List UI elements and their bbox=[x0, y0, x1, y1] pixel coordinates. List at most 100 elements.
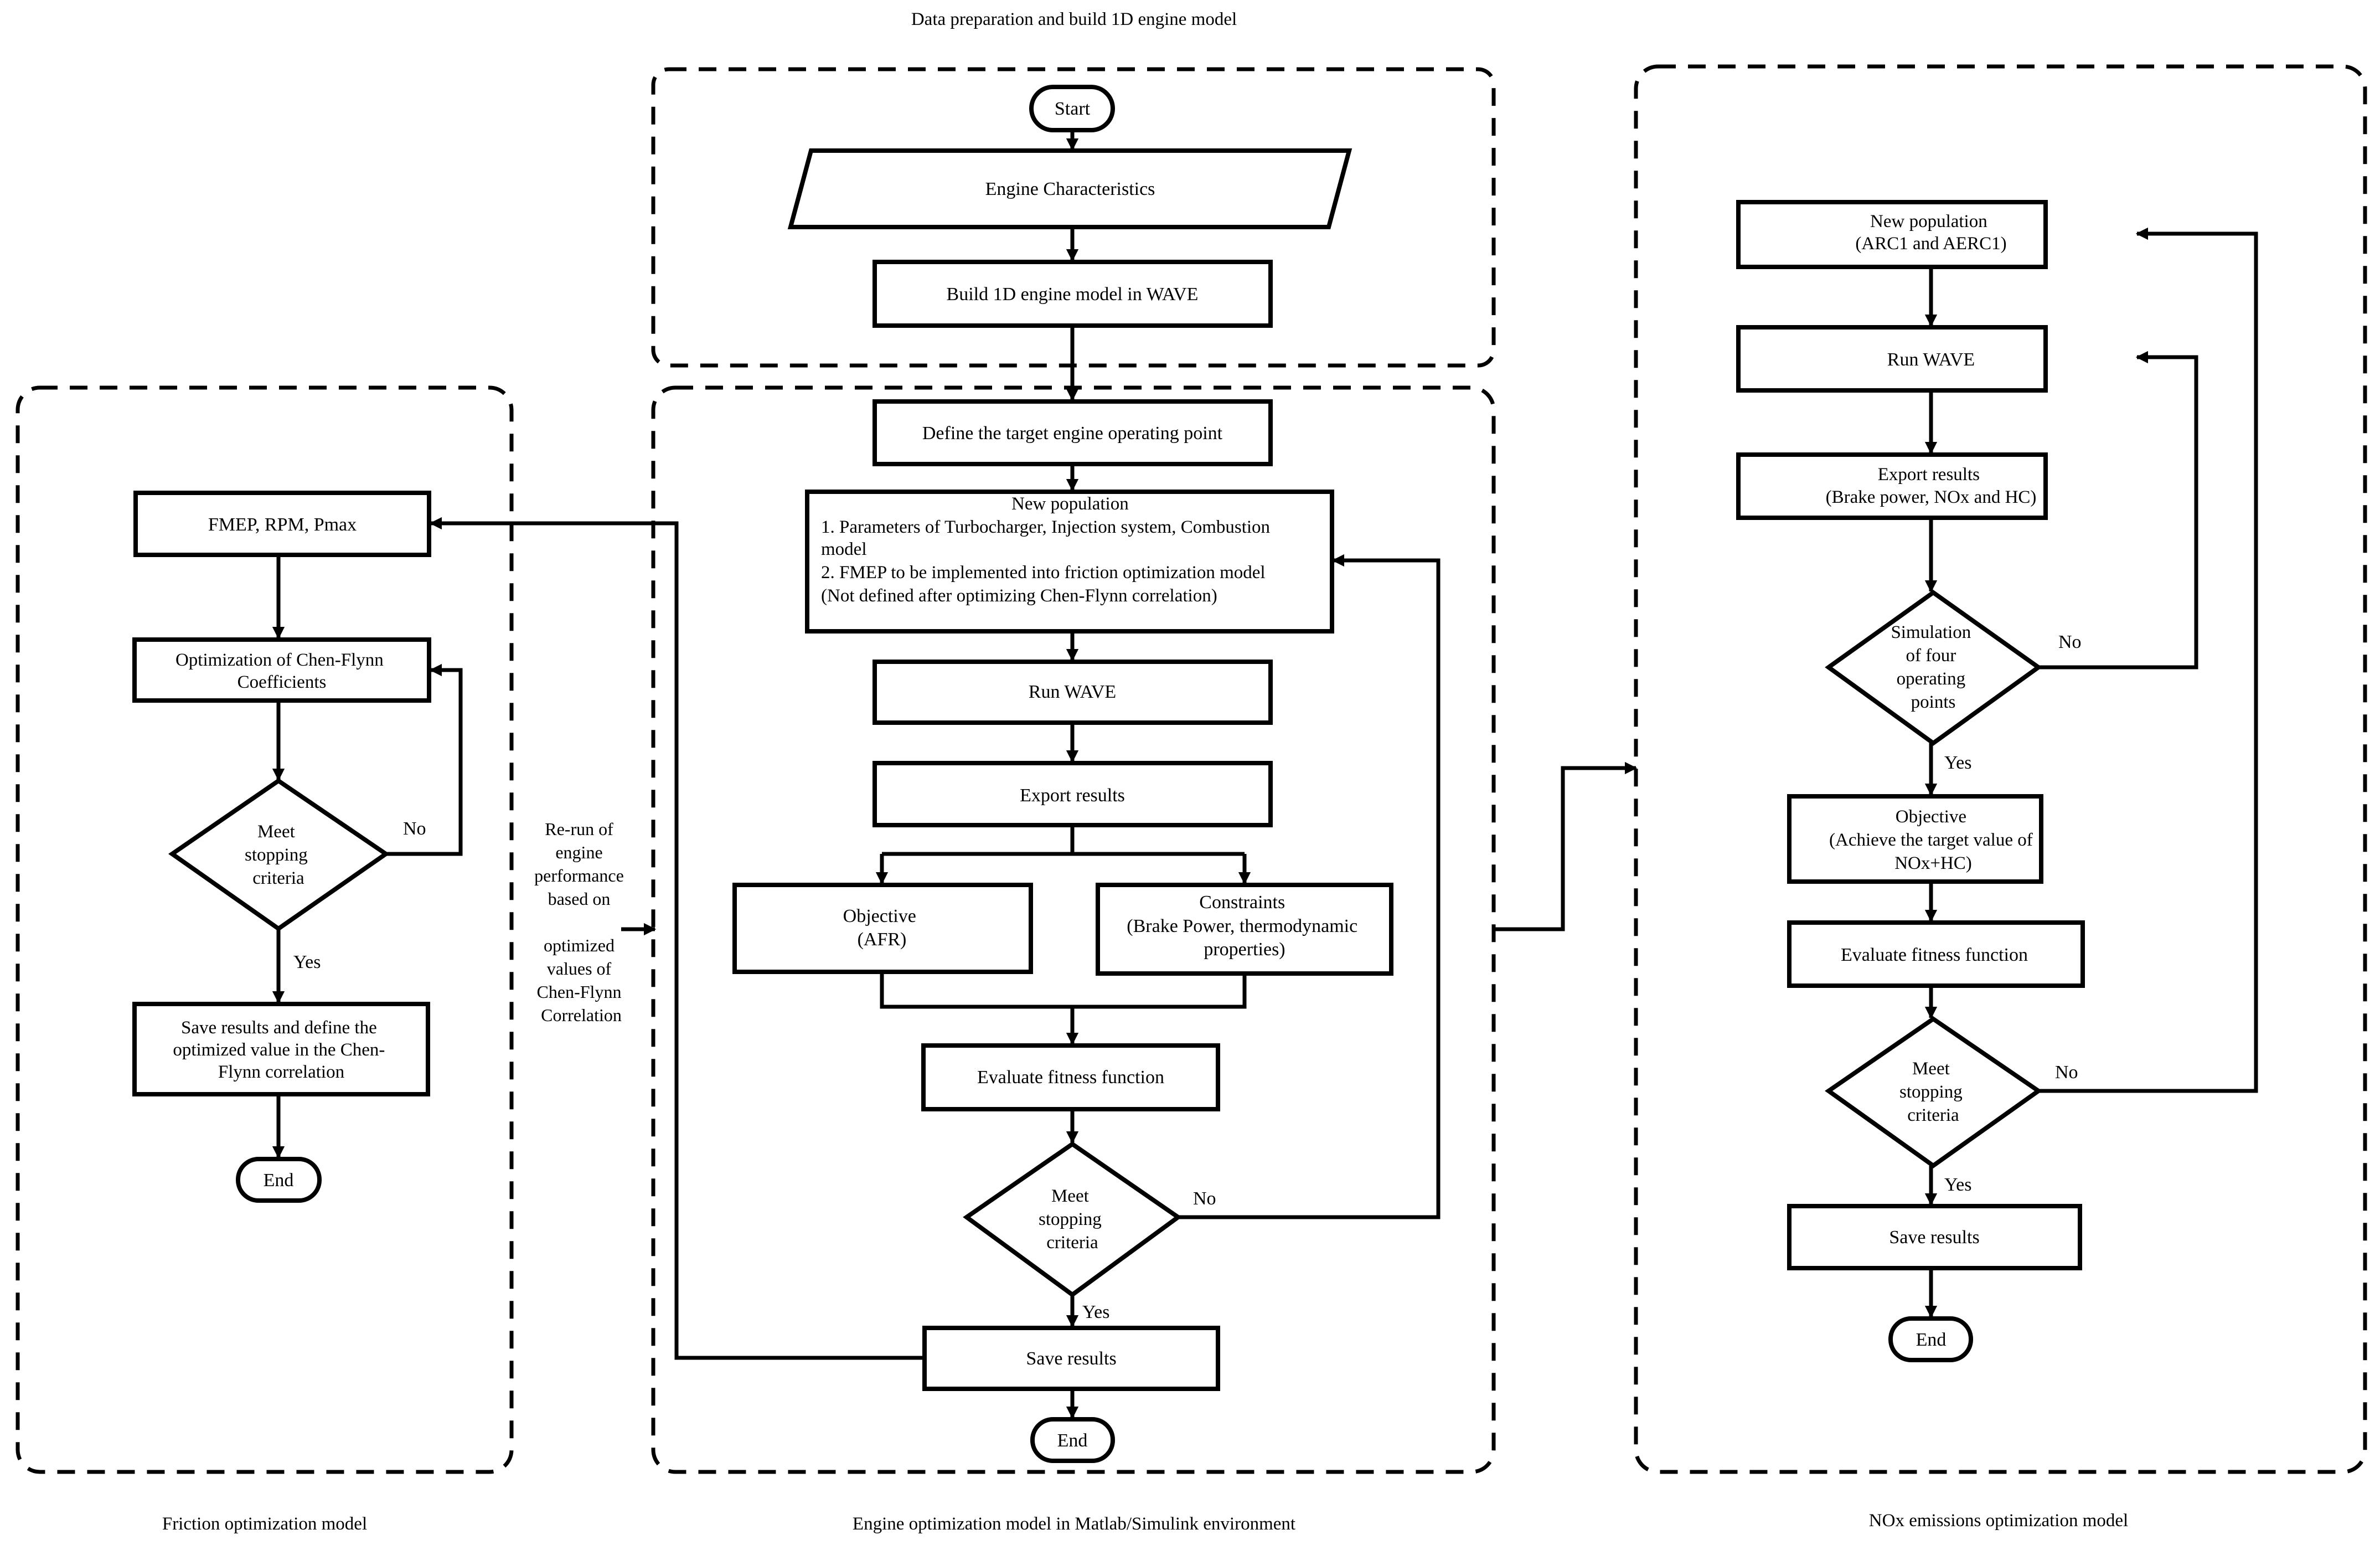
nox-export-detail: (Brake power, NOx and HC) bbox=[1826, 487, 2037, 507]
friction-yes-label: Yes bbox=[293, 952, 321, 972]
friction-stop-decision bbox=[168, 778, 390, 931]
nox-export-text: Export results (Brake power, NOx and HC) bbox=[1826, 465, 2037, 507]
nox-header: NOx emissions optimization model bbox=[1869, 1511, 2128, 1531]
nox-end-label: End bbox=[1916, 1330, 1947, 1350]
engine-objective-title: Objective bbox=[843, 906, 916, 926]
merge-line-evaluate bbox=[880, 972, 1247, 1009]
arrow-engine-to-nox bbox=[1494, 761, 1638, 931]
engine-run-wave-box bbox=[873, 660, 1273, 725]
friction-inputs-box bbox=[133, 491, 431, 557]
rerun-line-9: Correlation bbox=[541, 1005, 622, 1025]
nox-save-box bbox=[1787, 1204, 2082, 1270]
nox-export-box bbox=[1736, 452, 2048, 520]
nox-stop-decision bbox=[1825, 1016, 2042, 1168]
friction-decision-line-2: stopping bbox=[245, 845, 308, 865]
loop-friction-no bbox=[386, 663, 463, 856]
population-line-1: 1. Parameters of Turbocharger, Injection… bbox=[821, 517, 1270, 537]
nox-decision-line-2: stopping bbox=[1899, 1082, 1963, 1102]
friction-optimize-text: Optimization of Chen-Flynn Coefficients bbox=[175, 650, 388, 692]
start-terminal bbox=[1029, 85, 1115, 132]
engine-run-wave-label: Run WAVE bbox=[1029, 682, 1116, 702]
engine-constraints-line-1: (Brake Power, thermodynamic bbox=[1127, 916, 1357, 936]
engine-constraints-line-2: properties) bbox=[1204, 939, 1285, 960]
population-line-3: 2. FMEP to be implemented into friction … bbox=[821, 563, 1266, 583]
engine-objective-text: Objective (AFR) bbox=[843, 906, 921, 950]
nox-population-detail: (ARC1 and AERC1) bbox=[1855, 234, 2006, 254]
nox-objective-box bbox=[1787, 794, 2043, 884]
engine-header: Engine optimization model in Matlab/Simu… bbox=[853, 1514, 1295, 1534]
split-line-export bbox=[882, 825, 1245, 856]
engine-evaluate-label: Evaluate fitness function bbox=[977, 1067, 1164, 1088]
engine-characteristics-io bbox=[787, 148, 1352, 229]
arrow-save-to-friction bbox=[429, 517, 923, 1360]
friction-optimize-line-2: Coefficients bbox=[238, 672, 327, 692]
rerun-line-1: Re-run of bbox=[545, 819, 613, 839]
define-target-label: Define the target engine operating point bbox=[922, 423, 1223, 444]
rerun-line-7: values of bbox=[547, 959, 612, 978]
friction-decision-text: Meet stopping criteria bbox=[245, 822, 312, 888]
define-target-box bbox=[873, 399, 1273, 466]
nox-simulation-line-3: operating bbox=[1897, 669, 1966, 689]
nox-no-label-1: No bbox=[2058, 632, 2082, 652]
friction-optimize-line-1: Optimization of Chen-Flynn bbox=[175, 650, 384, 670]
nox-yes-label-2: Yes bbox=[1944, 1175, 1971, 1195]
engine-characteristics-label: Engine Characteristics bbox=[985, 179, 1155, 199]
engine-constraints-text: Constraints (Brake Power, thermodynamic … bbox=[1127, 892, 1362, 960]
nox-objective-line-2: NOx+HC) bbox=[1894, 853, 1972, 873]
rerun-line-4: based on bbox=[548, 889, 611, 909]
build-model-label: Build 1D engine model in WAVE bbox=[947, 284, 1199, 305]
population-line-4: (Not defined after optimizing Chen-Flynn… bbox=[821, 586, 1217, 606]
rerun-line-8: Chen-Flynn bbox=[537, 982, 622, 1002]
engine-save-box bbox=[922, 1326, 1220, 1391]
engine-decision-text: Meet stopping criteria bbox=[1039, 1186, 1106, 1253]
nox-simulation-text: Simulation of four operating points bbox=[1891, 622, 1975, 712]
engine-stop-decision bbox=[963, 1141, 1182, 1297]
nox-objective-title: Objective bbox=[1896, 807, 1966, 827]
nox-export-title: Export results bbox=[1878, 465, 1980, 485]
nox-objective-line-1: (Achieve the target value of bbox=[1829, 830, 2033, 850]
friction-no-label: No bbox=[403, 818, 426, 839]
engine-save-label: Save results bbox=[1026, 1348, 1116, 1369]
friction-end-label: End bbox=[264, 1170, 294, 1191]
friction-save-line-2: optimized value in the Chen- bbox=[173, 1040, 385, 1060]
friction-optimize-box bbox=[132, 637, 431, 703]
population-line-2: model bbox=[821, 539, 866, 559]
nox-run-wave-box bbox=[1736, 325, 2048, 393]
rerun-line-3: performance bbox=[534, 866, 624, 885]
loop-simulation-no bbox=[2038, 351, 2198, 669]
engine-decision-line-3: criteria bbox=[1046, 1233, 1098, 1253]
nox-yes-label-1: Yes bbox=[1944, 753, 1971, 773]
engine-constraints-box bbox=[1096, 883, 1393, 976]
engine-constraints-title: Constraints bbox=[1199, 892, 1285, 913]
friction-decision-line-3: criteria bbox=[252, 868, 304, 888]
nox-population-title: New population bbox=[1870, 212, 1987, 231]
engine-new-population-box bbox=[805, 490, 1334, 634]
engine-no-label: No bbox=[1193, 1188, 1216, 1209]
population-title: New population bbox=[1011, 494, 1129, 514]
nox-new-population-box bbox=[1736, 200, 2048, 269]
engine-export-box bbox=[873, 761, 1273, 827]
engine-new-population-text: New population 1. Parameters of Turbocha… bbox=[821, 494, 1274, 606]
engine-export-label: Export results bbox=[1020, 785, 1125, 806]
nox-new-population-text: New population (ARC1 and AERC1) bbox=[1855, 212, 2006, 254]
friction-save-text: Save results and define the optimized va… bbox=[173, 1018, 389, 1082]
nox-simulation-line-2: of four bbox=[1906, 646, 1956, 666]
friction-header: Friction optimization model bbox=[162, 1514, 367, 1534]
engine-decision-line-2: stopping bbox=[1039, 1209, 1102, 1229]
start-label: Start bbox=[1055, 99, 1091, 119]
nox-objective-text: Objective (Achieve the target value of N… bbox=[1829, 807, 2037, 873]
rerun-line-6: optimized bbox=[544, 935, 615, 955]
nox-simulation-line-4: points bbox=[1911, 692, 1956, 712]
nox-simulation-line-1: Simulation bbox=[1891, 622, 1971, 642]
friction-decision-line-1: Meet bbox=[257, 822, 295, 842]
rerun-line-2: engine bbox=[555, 842, 602, 862]
loop-no-to-population bbox=[1178, 554, 1441, 1219]
engine-evaluate-box bbox=[921, 1043, 1220, 1111]
loop-nox-decision-no bbox=[2038, 227, 2258, 1093]
engine-end-label: End bbox=[1057, 1430, 1088, 1451]
rerun-note: Re-run of engine performance based on op… bbox=[534, 819, 628, 1025]
nox-decision-line-1: Meet bbox=[1912, 1059, 1950, 1079]
friction-save-box bbox=[132, 1002, 430, 1096]
engine-decision-line-1: Meet bbox=[1051, 1186, 1089, 1206]
